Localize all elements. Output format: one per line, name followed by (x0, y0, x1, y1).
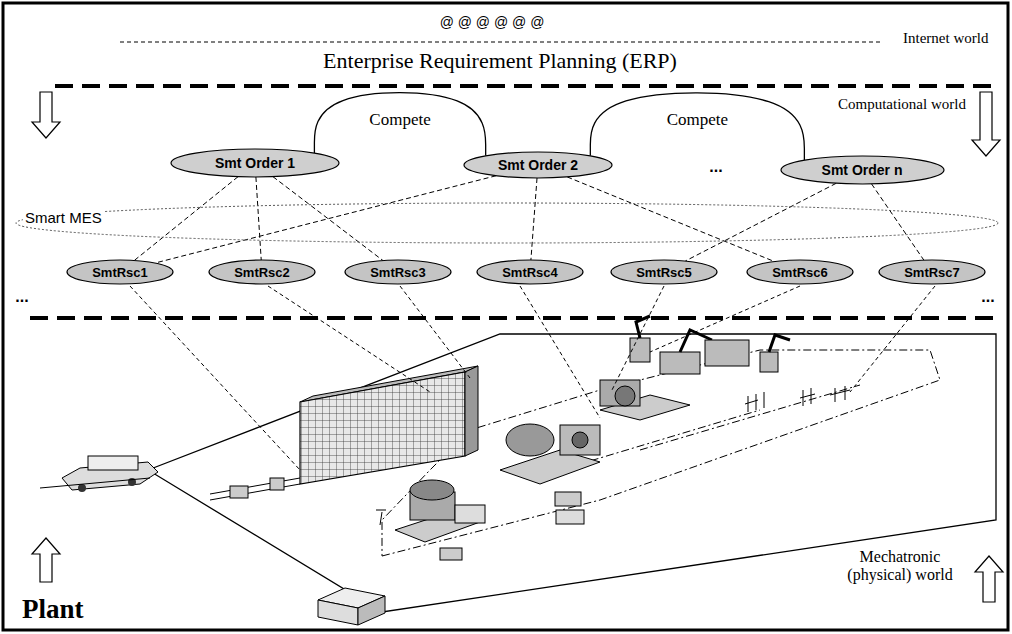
resource-ellipse: SmtRsc6 (746, 259, 854, 285)
ellipse-shape (464, 152, 612, 178)
compete-arc (590, 93, 804, 160)
ellipse-shape (747, 260, 853, 284)
leader-line (130, 286, 935, 470)
assignment-link (685, 183, 836, 261)
assignment-link (256, 177, 261, 260)
machine-tool (395, 480, 485, 560)
ellipse-shape (209, 260, 315, 284)
node-label: Smart MES (23, 209, 104, 226)
mes-band: Smart MES (15, 202, 999, 244)
ellipse-shape (345, 260, 451, 284)
assignment-link (273, 177, 383, 261)
ellipse-shape (477, 260, 583, 284)
boundary-line (55, 84, 1000, 88)
up-arrow (32, 538, 60, 582)
truck (40, 456, 158, 492)
resource-ellipse: SmtRsc7 (878, 259, 986, 285)
node-label: SmtRsc3 (370, 265, 426, 280)
ellipse-shape (171, 149, 339, 177)
free-label: Enterprise Requirement Planning (ERP) (323, 48, 677, 73)
up-arrow (975, 556, 1003, 602)
node-label: SmtRsc7 (904, 265, 960, 280)
node-label: Smt Order n (822, 162, 903, 178)
assignment-link (155, 176, 496, 263)
edge-label: Compete (667, 110, 728, 130)
order-ellipse: Smt Order n (780, 155, 945, 185)
node-label: Smt Order 2 (498, 157, 578, 173)
ellipse-shape (781, 156, 944, 184)
ellipse-outline (15, 202, 999, 244)
rack-rail (210, 478, 300, 500)
free-label: ... (709, 158, 722, 176)
resource-ellipse: SmtRsc5 (610, 259, 718, 285)
resource-ellipse: SmtRsc4 (476, 259, 584, 285)
node-label: SmtRsc5 (636, 265, 692, 280)
compete-arc (314, 93, 485, 156)
ellipse-shape (16, 203, 998, 243)
free-label: @ @ @ @ @ @ (440, 14, 545, 30)
boundary-line (30, 316, 1000, 320)
assignment-link (872, 184, 924, 260)
assignment-link (134, 177, 238, 261)
ellipse-shape (67, 260, 173, 284)
storage-rack (300, 372, 465, 484)
free-label: ... (981, 288, 994, 306)
node-label: SmtRsc6 (772, 265, 828, 280)
node-label: SmtRsc1 (92, 265, 148, 280)
down-arrow (972, 92, 1000, 156)
resource-ellipse: SmtRsc2 (208, 259, 316, 285)
order-ellipse: Smt Order 1 (170, 148, 340, 178)
free-label: ... (15, 288, 28, 306)
plant-title: Plant (22, 594, 84, 625)
robot-cell (630, 316, 850, 412)
edge-label: Compete (369, 110, 430, 130)
ellipse-shape (611, 260, 717, 284)
order-ellipse: Smt Order 2 (463, 151, 613, 179)
frame (3, 3, 1008, 630)
stacker (230, 486, 248, 498)
control-cabinet (318, 588, 385, 625)
plant-floor (148, 334, 996, 612)
free-label: Mechatronic (physical) world (835, 548, 965, 585)
storage-rack (465, 366, 478, 456)
free-label: Computational world (838, 96, 966, 113)
node-label: SmtRsc2 (234, 265, 290, 280)
resource-ellipse: SmtRsc1 (66, 259, 174, 285)
ellipse-shape (879, 260, 985, 284)
node-label: Smt Order 1 (215, 155, 295, 171)
free-label: Internet world (900, 30, 991, 47)
machine-tool (500, 424, 600, 506)
assignment-link (567, 177, 774, 262)
stacker (270, 478, 284, 490)
conveyor-loop (382, 350, 940, 556)
agv (556, 510, 584, 524)
assignment-link (531, 178, 537, 260)
sensor (376, 510, 386, 525)
node-label: SmtRsc4 (502, 265, 558, 280)
resource-ellipse: SmtRsc3 (344, 259, 452, 285)
down-arrow (32, 92, 60, 138)
internet-line (120, 42, 880, 43)
